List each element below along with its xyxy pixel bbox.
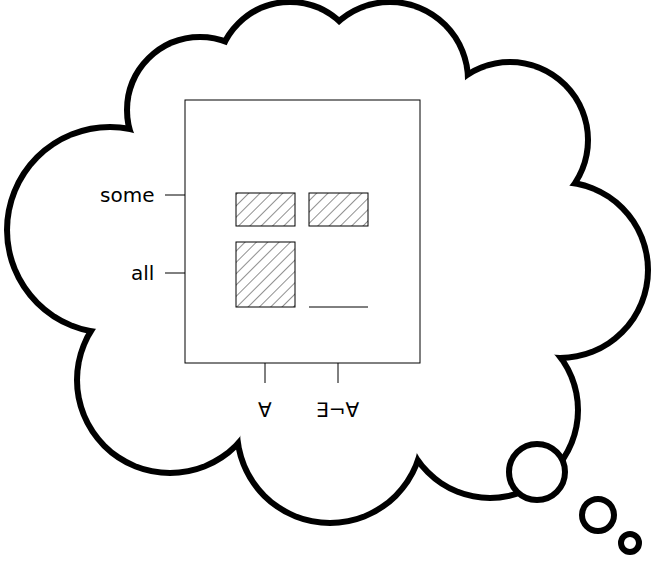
chart-frame xyxy=(165,100,420,383)
cloud-outline xyxy=(10,5,645,520)
cloud-fill xyxy=(10,5,645,520)
axis-label: ∃¬∀ xyxy=(316,399,359,421)
hatched-cells xyxy=(236,193,368,307)
axis-label: some xyxy=(100,184,154,206)
thought-bubbles xyxy=(509,444,639,552)
axis-label: ∀ xyxy=(258,399,272,421)
axis-label: all xyxy=(131,262,154,284)
